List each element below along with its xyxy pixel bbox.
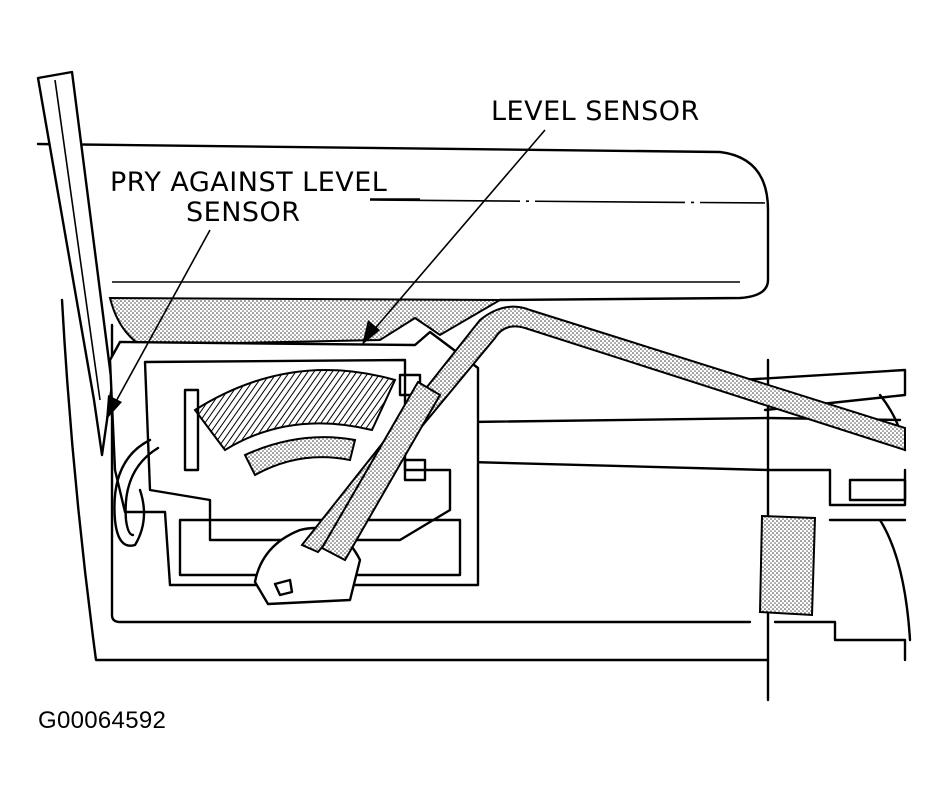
wire-harness bbox=[113, 438, 160, 547]
manual-valve-rod bbox=[300, 305, 906, 562]
figure-id: G00064592 bbox=[38, 707, 167, 734]
pry-label-line2: SENSOR bbox=[186, 197, 301, 228]
level-sensor-assembly bbox=[108, 330, 480, 606]
pry-label-line1: PRY AGAINST LEVEL bbox=[110, 167, 388, 198]
upper-housing bbox=[36, 142, 770, 347]
level-sensor-label: LEVEL SENSOR bbox=[491, 96, 700, 127]
transmission-case bbox=[60, 298, 912, 702]
leader-lines bbox=[106, 129, 546, 420]
pry-tool bbox=[36, 70, 114, 457]
